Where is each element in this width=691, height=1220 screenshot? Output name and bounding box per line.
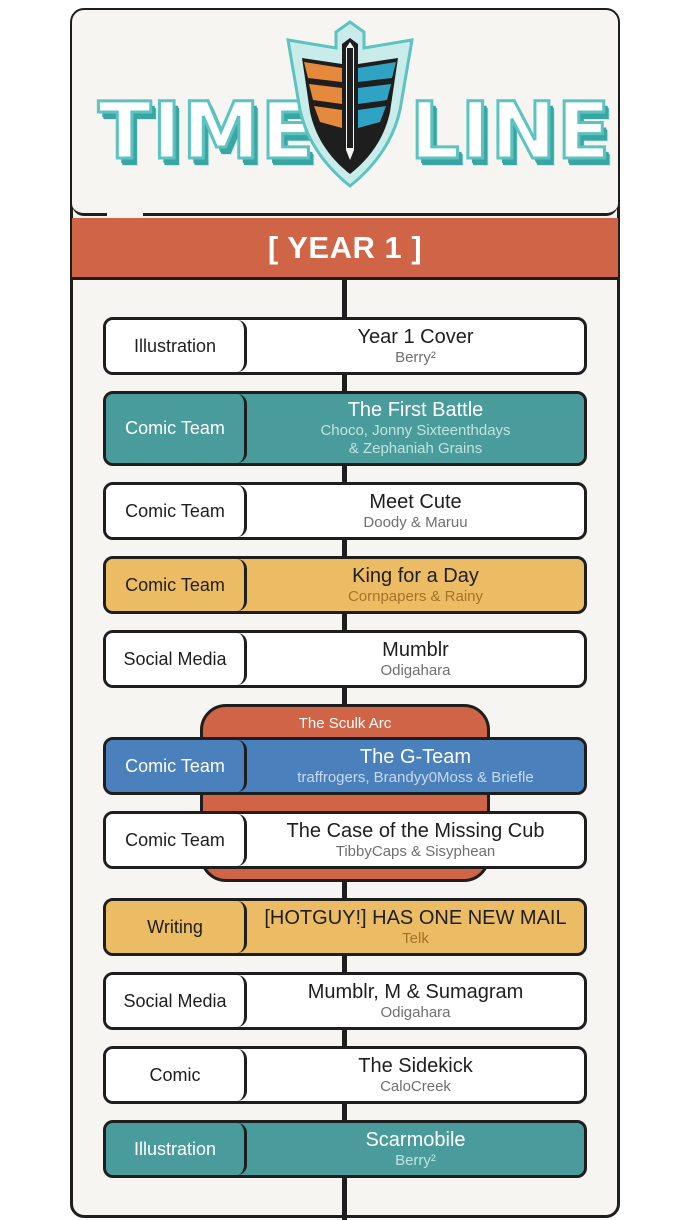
timeline-entry[interactable]: Illustration Year 1 Cover Berry² [103,317,587,375]
entry-info: The G-Team traffrogers, Brandyy0Moss & B… [247,740,584,792]
entry-title: Mumblr [382,638,449,661]
entry-info: Mumblr, M & Sumagram Odigahara [247,975,584,1027]
entry-credit: Cornpapers & Rainy [347,587,484,605]
entry-credit: Odigahara [380,1003,451,1021]
entry-category: Comic Team [106,485,247,537]
entry-title: The First Battle [347,399,484,421]
entry-title: Meet Cute [369,490,462,513]
entry-title: Year 1 Cover [357,325,474,348]
entry-title: The G-Team [359,745,472,768]
entry-title: Scarmobile [365,1128,466,1151]
entry-category: Comic Team [106,394,247,463]
entry-category: Social Media [106,975,247,1027]
timeline-entry[interactable]: Comic Team The First Battle Choco, Jonny… [103,391,587,466]
entry-credit: Choco, Jonny Sixteenthdays [320,422,511,439]
entry-info: The Case of the Missing Cub TibbyCaps & … [247,814,584,866]
timeline-entry[interactable]: Illustration Scarmobile Berry² [103,1120,587,1178]
entry-title: [HOTGUY!] HAS ONE NEW MAIL [264,906,567,929]
entry-credit-line2: & Zephaniah Grains [348,440,483,457]
entry-category: Comic Team [106,559,247,611]
entry-category: Illustration [106,1123,247,1175]
shield-emblem-icon [286,20,414,188]
arc-connector [344,794,356,810]
entry-info: Meet Cute Doody & Maruu [247,485,584,537]
entry-info: The Sidekick CaloCreek [247,1049,584,1101]
entry-title: Mumblr, M & Sumagram [307,980,524,1003]
timeline-entry[interactable]: Social Media Mumblr Odigahara [103,630,587,688]
entry-credit: Doody & Maruu [363,513,468,531]
timeline-entry[interactable]: Comic The Sidekick CaloCreek [103,1046,587,1104]
logo-word-right: LINE [408,87,612,177]
entry-credit: traffrogers, Brandyy0Moss & Briefle [297,768,534,786]
timeline-entry[interactable]: Writing [HOTGUY!] HAS ONE NEW MAIL Telk [103,898,587,956]
entry-credit: Telk [402,929,429,947]
entry-credit: CaloCreek [380,1077,451,1095]
entry-info: Mumblr Odigahara [247,633,584,685]
entry-info: [HOTGUY!] HAS ONE NEW MAIL Telk [247,901,584,953]
timeline-logo: TIME LINE [90,18,612,193]
entry-title: The Case of the Missing Cub [286,819,545,842]
timeline-entry[interactable]: Comic Team The Case of the Missing Cub T… [103,811,587,869]
entry-category: Illustration [106,320,247,372]
year-label: [ YEAR 1 ] [267,230,423,265]
entry-category: Comic Team [106,814,247,866]
timeline-entry[interactable]: Comic Team King for a Day Cornpapers & R… [103,556,587,614]
entry-credit: Odigahara [380,661,451,679]
entry-info: King for a Day Cornpapers & Rainy [247,559,584,611]
timeline-entry[interactable]: Comic Team The G-Team traffrogers, Brand… [103,737,587,795]
entry-title: King for a Day [352,564,479,587]
timeline-entry[interactable]: Comic Team Meet Cute Doody & Maruu [103,482,587,540]
logo-word-left: TIME [96,87,316,177]
entry-category: Comic [106,1049,247,1101]
entry-info: Scarmobile Berry² [247,1123,584,1175]
entry-title: The Sidekick [358,1054,473,1077]
entry-credit: Berry² [395,348,436,366]
timeline-entry[interactable]: Social Media Mumblr, M & Sumagram Odigah… [103,972,587,1030]
entry-info: The First Battle Choco, Jonny Sixteenthd… [247,394,584,463]
year-banner: [ YEAR 1 ] [72,218,618,280]
arc-label: The Sculk Arc [298,715,392,732]
entry-info: Year 1 Cover Berry² [247,320,584,372]
entry-credit: Berry² [395,1151,436,1169]
entry-credit: TibbyCaps & Sisyphean [335,842,496,860]
entry-category: Social Media [106,633,247,685]
entry-category: Comic Team [106,740,247,792]
entry-category: Writing [106,901,247,953]
